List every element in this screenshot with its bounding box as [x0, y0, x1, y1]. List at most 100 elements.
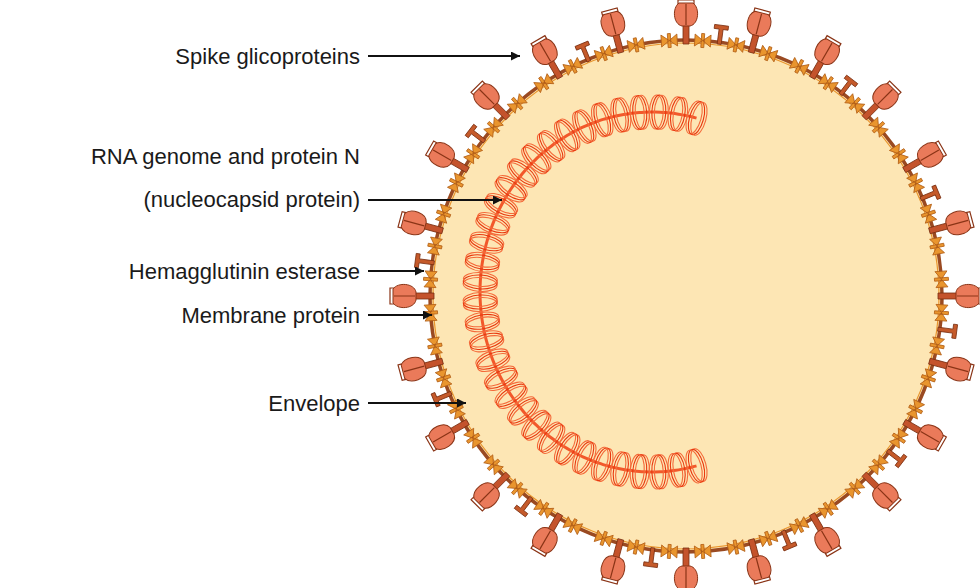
helix-coil [518, 406, 555, 444]
membrane-protein [758, 44, 778, 62]
spike-lobes [398, 212, 426, 234]
membrane-protein-shape [434, 204, 452, 224]
coil-winding [688, 101, 711, 138]
membrane-protein [463, 143, 484, 164]
he-shape [643, 547, 659, 568]
membrane-protein-shape [694, 33, 711, 48]
membrane-protein [694, 544, 711, 559]
helix-coil [629, 95, 650, 130]
spike-glycoprotein [598, 536, 632, 585]
hemagglutinin-esterase [835, 75, 858, 99]
coil-winding [629, 454, 645, 489]
spike-stalk [414, 293, 434, 299]
coil-winding [608, 451, 628, 487]
he-shape [777, 528, 797, 551]
coil-winding [521, 140, 555, 174]
membrane-protein-shape [533, 73, 554, 94]
spike-glycoprotein [898, 412, 948, 454]
membrane-protein-shape [844, 93, 865, 114]
spike-glycoprotein [390, 284, 434, 307]
spike-head [471, 479, 504, 512]
coil-winding [654, 95, 669, 130]
coil-winding [631, 454, 647, 489]
coil-winding [504, 393, 539, 426]
membrane-protein-shape [758, 44, 778, 62]
membrane-protein-shape [818, 499, 839, 520]
spike-glycoprotein [528, 508, 570, 558]
membrane-protein-shape [694, 544, 711, 559]
spike-lobes [390, 288, 415, 304]
membrane-protein [929, 337, 946, 355]
coil-winding [573, 107, 600, 144]
membrane-protein-shape [727, 36, 745, 53]
leader-line [368, 402, 466, 404]
membrane-protein-shape [889, 428, 910, 449]
membrane-protein-shape [423, 304, 438, 321]
hemagglutinin-esterase [712, 24, 728, 45]
membrane-protein-shape [929, 237, 946, 255]
membrane-protein [789, 57, 810, 77]
spike-head [914, 139, 946, 171]
helix-coil [588, 101, 616, 139]
spike-glycoprotein [598, 7, 632, 56]
spike-glycoprotein [926, 350, 975, 384]
membrane-protein [868, 117, 889, 138]
membrane-protein [661, 33, 678, 48]
spike-head [426, 421, 458, 453]
membrane-protein [818, 73, 839, 94]
membrane-protein-shape [789, 516, 810, 536]
spike-lobes [426, 425, 456, 451]
spike-lobes [748, 556, 770, 584]
membrane-protein [594, 529, 614, 547]
coil-winding [613, 96, 633, 132]
coil-winding [463, 274, 498, 290]
helix-coil [569, 107, 600, 146]
membrane-protein-shape [929, 337, 946, 355]
membrane-protein-shape [789, 57, 810, 77]
leader-line [368, 270, 424, 272]
spike-lobes [815, 527, 841, 557]
coil-winding [634, 454, 650, 489]
membrane-protein [661, 544, 678, 559]
membrane-protein [934, 304, 949, 321]
virion-interior [430, 40, 942, 552]
coil-winding [685, 100, 708, 137]
spike-lobes [946, 212, 974, 234]
coil-winding [569, 109, 596, 146]
coil-winding [507, 155, 542, 188]
membrane-protein [844, 93, 865, 114]
membrane-protein-shape [426, 237, 443, 255]
spike-glycoprotein [528, 34, 570, 84]
he-shape [514, 493, 537, 517]
coil-winding [492, 378, 528, 409]
hemagglutinin-esterase [575, 41, 595, 64]
leader-line [368, 199, 502, 201]
spike-glycoprotein [802, 508, 844, 558]
membrane-protein-shape [919, 204, 937, 224]
spike-stalk [683, 548, 689, 568]
leader-line [368, 55, 520, 57]
helix-coil [464, 310, 501, 334]
helix-coil [649, 454, 669, 489]
he-shape [918, 185, 941, 205]
spike-glycoprotein [856, 466, 904, 514]
membrane-protein [919, 204, 937, 224]
hemagglutinin-esterase [918, 185, 941, 205]
spike-lobes [815, 36, 841, 66]
coil-winding [465, 250, 501, 269]
spike-glycoprotein [468, 466, 516, 514]
helix-coil [550, 429, 584, 468]
part-label: Membrane protein [20, 294, 360, 337]
he-shape [883, 445, 907, 468]
hemagglutinin-esterase [777, 528, 797, 551]
coil-winding [634, 95, 650, 130]
coil-winding [649, 455, 664, 490]
membrane-protein-shape [661, 544, 678, 559]
spike-head [811, 524, 843, 556]
spike-lobes [426, 141, 456, 167]
membrane-protein-shape [661, 33, 678, 48]
spike-head [529, 36, 561, 68]
coil-winding [666, 452, 685, 488]
membrane-protein-shape [507, 478, 528, 499]
spike-head [869, 479, 902, 512]
